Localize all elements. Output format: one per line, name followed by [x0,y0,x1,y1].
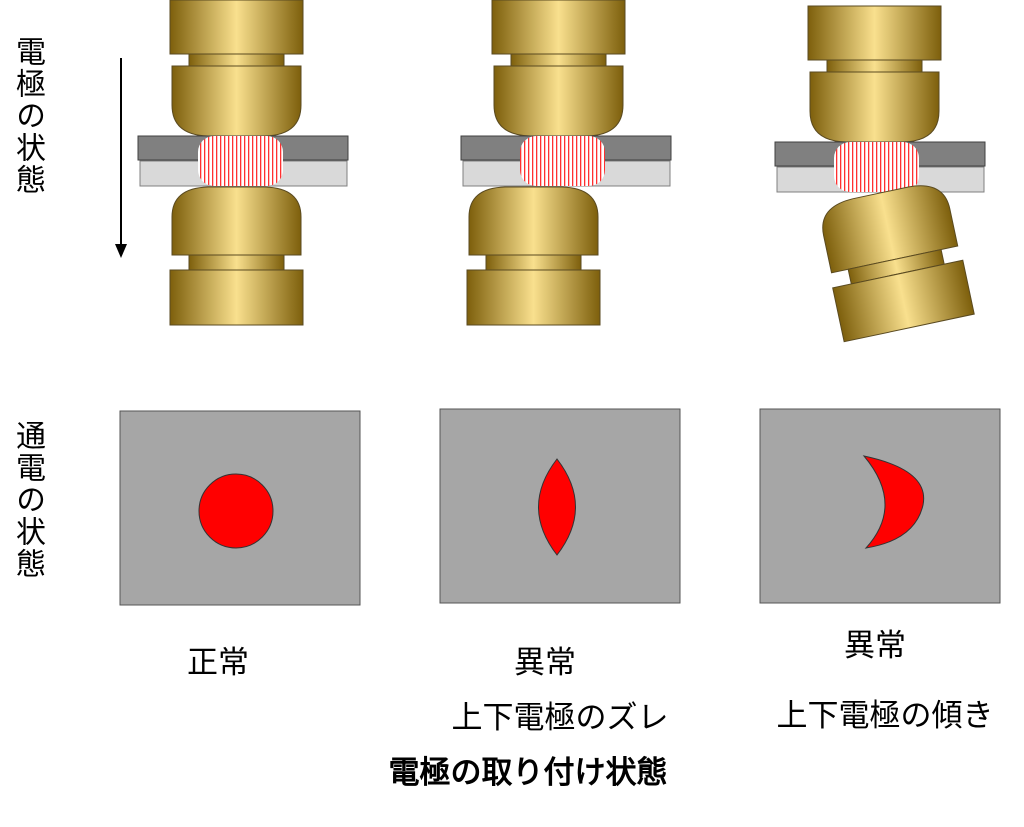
case-3-description: 上下電極の傾き [776,698,994,734]
current-tilted [759,408,1001,604]
current-offset [439,408,681,604]
case-1-status: 正常 [187,645,249,681]
figure-caption: 電極の取り付け状態 [388,755,668,791]
electrode-state-label: 電極の状態 [10,36,45,196]
electrode-tilted [774,5,986,343]
electrode-normal [137,0,349,326]
current-normal [119,410,361,606]
case-2-description: 上下電極のズレ [451,700,669,736]
case-3-status: 異常 [844,628,906,664]
current-state-label: 通電の状態 [10,420,45,580]
down-arrow-icon [115,58,127,258]
electrode-offset [460,0,672,326]
case-2-status: 異常 [514,645,576,681]
